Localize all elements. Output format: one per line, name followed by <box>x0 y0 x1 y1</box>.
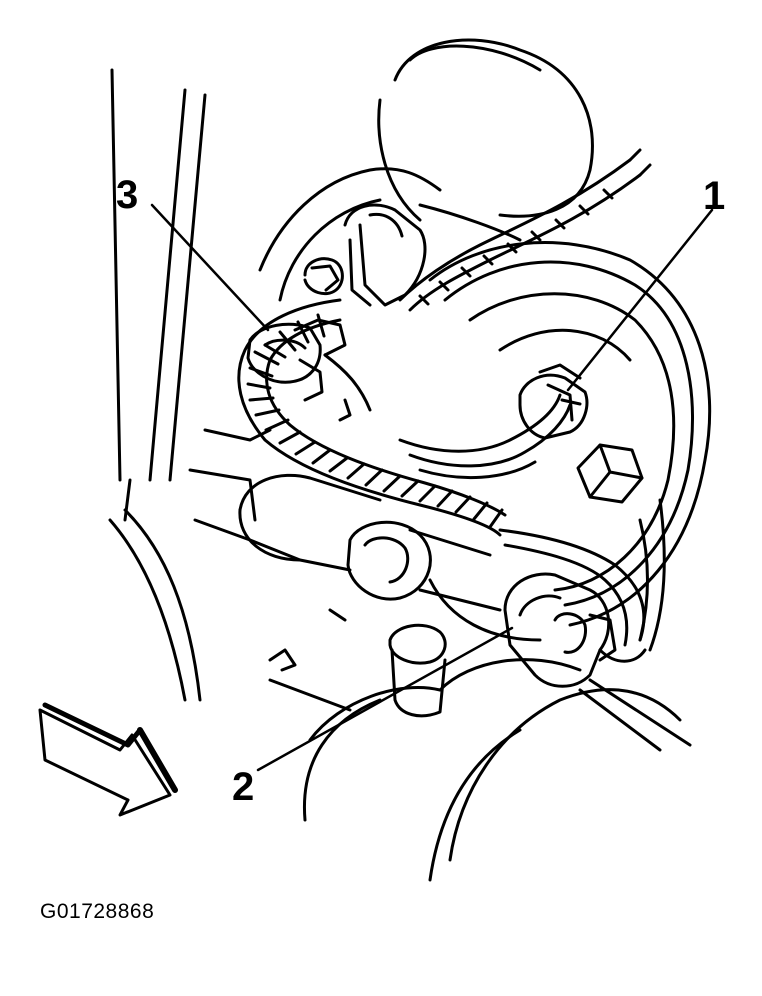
connector-1 <box>518 363 589 440</box>
leader-1 <box>566 208 714 392</box>
connector-3 <box>246 318 347 402</box>
pulley <box>428 241 712 652</box>
callout-leaders <box>150 203 714 772</box>
callout-3: 3 <box>116 173 138 217</box>
callout-1: 1 <box>703 174 725 218</box>
callout-2: 2 <box>232 765 254 809</box>
engine-frame-lines <box>110 68 302 562</box>
harness-bracket <box>343 203 427 307</box>
leader-3 <box>150 203 270 332</box>
engine-block-lower <box>108 508 692 882</box>
pipe-fitting <box>268 608 447 718</box>
mounting-bolt <box>303 257 344 296</box>
pulley-center-bolt <box>576 443 644 504</box>
harness-conduit <box>237 298 507 537</box>
leader-2 <box>256 626 514 772</box>
sensor-cylinder <box>238 473 502 612</box>
connector-2 <box>498 528 647 688</box>
upper-cable <box>398 148 652 312</box>
figure-id: G01728868 <box>40 900 155 923</box>
harness-wires <box>323 353 572 480</box>
upper-housing <box>258 38 594 302</box>
direction-arrow-icon <box>38 702 178 817</box>
